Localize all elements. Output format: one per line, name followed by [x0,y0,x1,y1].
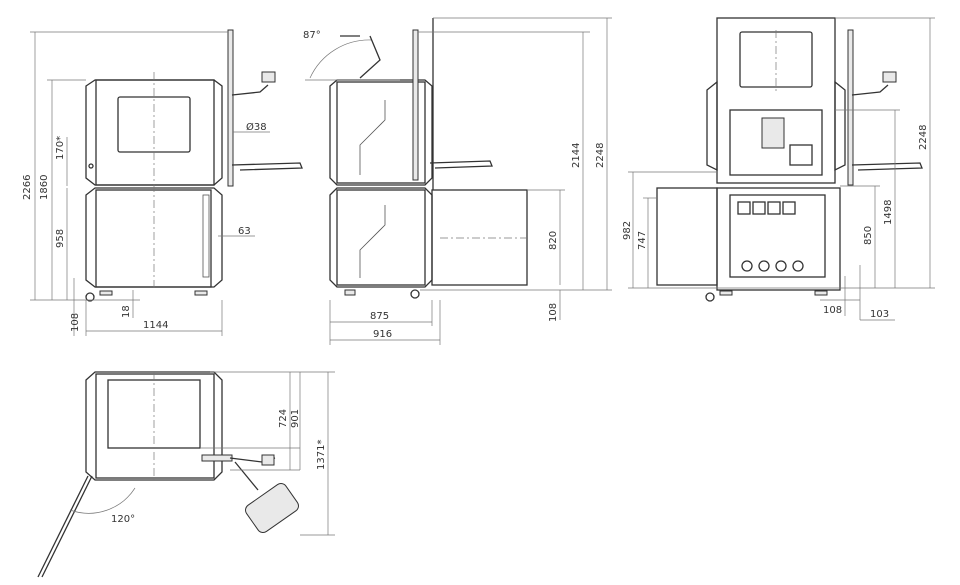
dim-tray-height: 1498 [883,200,894,225]
dim-door-angle: 87° [303,30,321,41]
side-view: 87° 2144 2248 820 108 875 916 [303,17,612,345]
dim-caster-height: 108 [70,313,81,332]
dim-drawer-height-rear: 982 [622,221,633,240]
dim-height-a: 2144 [571,143,582,168]
dim-foot-height: 18 [121,305,132,318]
dim-caster-height-rear: 108 [823,305,842,316]
dim-caster-height-side: 108 [548,303,559,322]
drawer [656,187,718,286]
dim-cabinet-height: 1860 [39,175,50,200]
dim-top-depth-b: 901 [290,409,301,428]
dim-top-total-depth: 1371* [316,440,327,470]
rear-view: 982 747 1498 850 2248 108 103 [622,17,935,321]
dim-offset: 170* [55,136,66,160]
dim-total-height-rear: 2248 [918,125,929,150]
door-handle [202,194,210,278]
pole [227,29,234,187]
dim-lower-height: 958 [55,229,66,248]
front-view: 2266 1860 170* 958 108 18 1144 Ø38 63 [22,29,303,336]
monitor [261,71,276,83]
dim-depth-b: 916 [373,329,392,340]
fans [737,201,804,272]
drawer [431,189,528,286]
dim-lower-height-rear: 850 [863,226,874,245]
dim-top-door-angle: 120° [111,514,135,525]
dim-total-height: 2266 [22,175,33,200]
dim-drawer-height: 820 [548,231,559,250]
dim-width: 1144 [143,320,168,331]
dim-height-b: 2248 [595,143,606,168]
top-view: 724 901 1371* 120° [37,371,335,578]
dim-drawer-inner: 747 [637,231,648,250]
dim-foot-offset: 103 [870,309,889,320]
dim-depth-a: 875 [370,311,389,322]
monitor-top [245,482,299,534]
dim-handle-offset: 63 [238,226,251,237]
dim-top-depth-a: 724 [278,409,289,428]
dim-pole-diameter: Ø38 [246,121,267,133]
